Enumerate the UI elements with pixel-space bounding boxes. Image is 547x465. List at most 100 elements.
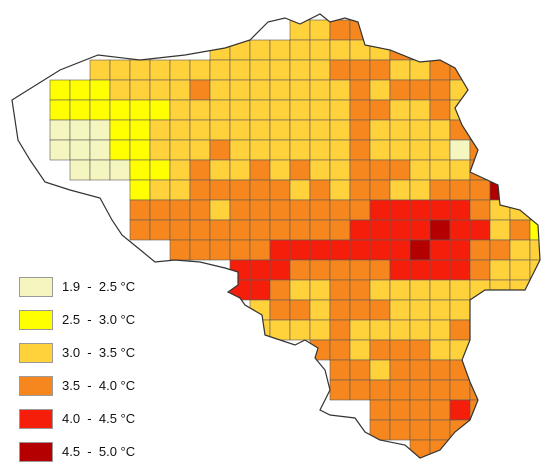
map-cell: [289, 299, 311, 321]
map-cell: [149, 219, 171, 241]
legend-swatch: [19, 409, 53, 429]
map-cell: [529, 239, 540, 261]
map-cell: [429, 219, 451, 241]
map-cell: [409, 399, 431, 421]
legend-label: 3.0 - 3.5 °C: [62, 345, 136, 360]
map-cell: [289, 259, 311, 281]
map-cell: [429, 99, 451, 121]
map-cell: [249, 179, 271, 201]
map-cell: [469, 399, 491, 421]
map-cell: [489, 99, 511, 121]
map-cell: [309, 239, 331, 261]
map-cell: [349, 259, 371, 281]
map-cell: [469, 179, 491, 201]
map-cell: [409, 179, 431, 201]
map-cell: [269, 119, 291, 141]
map-cell: [469, 199, 491, 221]
legend-label: 4.0 - 4.5 °C: [62, 411, 136, 426]
map-cell: [209, 139, 231, 161]
map-cell: [429, 339, 451, 361]
map-cell: [349, 199, 371, 221]
map-cell: [149, 119, 171, 141]
map-cell: [129, 179, 151, 201]
map-cell: [229, 279, 251, 301]
map-cell: [469, 119, 491, 141]
map-cell: [149, 139, 171, 161]
map-cell: [309, 99, 331, 121]
map-cell: [509, 99, 531, 121]
map-cell: [69, 99, 91, 121]
map-cell: [49, 119, 71, 141]
map-cell: [89, 99, 111, 121]
map-cell: [369, 159, 391, 181]
map-cell: [429, 239, 451, 261]
map-cell: [229, 99, 251, 121]
map-cell: [249, 79, 271, 101]
map-cell: [489, 379, 511, 401]
map-cell: [409, 259, 431, 281]
map-cell: [89, 79, 111, 101]
map-cell: [189, 219, 211, 241]
map-cell: [189, 199, 211, 221]
map-cell: [449, 79, 471, 101]
map-cell: [269, 159, 291, 181]
map-cell: [369, 219, 391, 241]
map-cell: [349, 39, 371, 61]
map-cell: [469, 339, 491, 361]
map-cell: [329, 199, 351, 221]
map-cell: [229, 159, 251, 181]
map-cell: [89, 119, 111, 141]
map-cell: [249, 259, 271, 281]
map-cell: [249, 159, 271, 181]
map-cell: [369, 179, 391, 201]
map-cell: [189, 79, 211, 101]
map-cell: [169, 159, 191, 181]
map-cell: [429, 59, 451, 81]
map-cell: [349, 279, 371, 301]
legend-label: 1.9 - 2.5 °C: [62, 279, 136, 294]
map-cell: [329, 359, 351, 381]
map-cell: [369, 99, 391, 121]
map-cell: [49, 79, 71, 101]
map-cell: [389, 279, 411, 301]
map-cell: [509, 379, 531, 401]
map-cell: [389, 359, 411, 381]
map-cell: [389, 299, 411, 321]
map-cell: [269, 139, 291, 161]
map-cell: [449, 379, 471, 401]
map-cell: [409, 119, 431, 141]
map-cell: [369, 19, 391, 41]
map-cell: [329, 39, 351, 61]
map-cell: [209, 239, 231, 261]
map-cell: [269, 39, 291, 61]
map-cell: [329, 119, 351, 141]
map-cell: [529, 139, 540, 161]
map-cell: [109, 59, 131, 81]
map-cell: [289, 179, 311, 201]
map-cell: [289, 99, 311, 121]
map-cell: [49, 139, 71, 161]
map-cell: [509, 159, 531, 181]
map-cell: [409, 199, 431, 221]
map-cell: [409, 439, 431, 458]
map-cell: [429, 199, 451, 221]
map-cell: [169, 179, 191, 201]
map-cell: [369, 239, 391, 261]
map-cell: [369, 199, 391, 221]
map-cell: [429, 259, 451, 281]
map-cell: [269, 299, 291, 321]
map-cell: [289, 159, 311, 181]
map-cell: [329, 59, 351, 81]
map-cell: [329, 299, 351, 321]
map-cell: [449, 39, 471, 61]
map-cell: [409, 59, 431, 81]
map-cell: [89, 159, 111, 181]
map-cell: [309, 259, 331, 281]
map-cell: [489, 159, 511, 181]
map-cell: [169, 79, 191, 101]
map-cell: [309, 39, 331, 61]
map-cell: [429, 79, 451, 101]
map-cell: [489, 239, 511, 261]
map-cell: [389, 59, 411, 81]
